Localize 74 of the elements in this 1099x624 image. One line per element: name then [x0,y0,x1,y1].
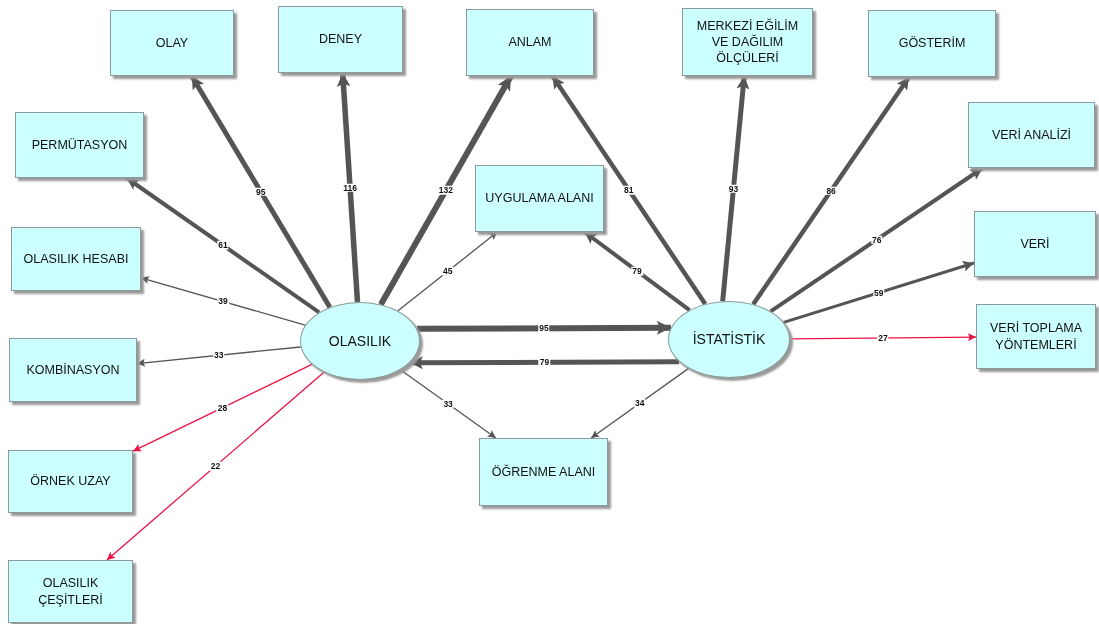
edge-label: 95 [538,324,550,333]
arrow [590,367,690,439]
edge-label: 39 [217,297,229,306]
node-label: ANLAM [508,34,552,51]
edge-label: 27 [877,333,889,343]
edge-label: 22 [209,461,222,471]
edge-label: 76 [870,235,883,244]
node-label: OLASILIK [328,331,392,351]
concept-ellipse [300,302,420,380]
concept-box [15,112,144,178]
node-label: DENEY [318,31,363,48]
edge-label: 59 [873,288,885,297]
arrow [751,75,911,306]
arrow [783,261,975,324]
edge-label: 28 [216,403,229,412]
arrow [140,276,306,326]
concept-box [278,6,403,73]
edge-label: 81 [623,185,635,195]
concept-box [11,227,141,291]
edge-label: 79 [538,358,551,367]
arrow [132,363,313,452]
edge-label: 45 [441,267,454,276]
arrow [583,230,691,312]
arrow [189,74,332,309]
node-label: KOMBİNASYON [26,361,120,379]
concept-box [8,450,133,513]
node-label: OLASILIK ÇEŞİTLERİ [37,575,104,608]
concept-box [974,211,1096,277]
edge-label: 116 [342,183,358,192]
arrow [769,166,984,313]
arrow [409,356,680,370]
edge-label: 132 [437,185,454,195]
concept-box [110,10,234,76]
edge-label: 86 [825,186,837,195]
node-label: VERİ TOPLAMA YÖNTEMLERİ [989,320,1083,353]
node-label: OLAY [155,34,189,52]
node-label: MERKEZİ EĞİLİM VE DAĞILIM ÖLÇÜLERİ [695,17,800,67]
arrow [397,231,498,312]
arrow [789,333,977,342]
node-label: OLASILIK HESABI [23,250,129,268]
arrow [136,346,302,367]
edge-label: 33 [442,399,454,409]
edge-label: 33 [213,351,225,360]
arrow [550,74,708,306]
concept-box [868,10,996,77]
concept-box [479,438,608,506]
concept-ellipse [668,301,790,378]
edge-label: 93 [727,184,740,193]
edge-label: 79 [631,266,643,276]
node-label: ÖĞRENME ALANI [491,463,596,481]
concept-box [968,102,1095,168]
edge-label: 61 [217,240,229,250]
arrow [125,176,321,315]
concept-box [475,165,604,232]
edge-label: 34 [634,398,646,408]
node-label: VERİ ANALİZİ [991,126,1072,144]
node-label: ÖRNEK UZAY [30,473,111,490]
arrow [720,75,750,302]
arrow [336,72,361,303]
node-label: PERMÜTASYON [31,136,128,154]
concept-box [8,560,133,623]
node-label: GÖSTERİM [898,35,966,52]
arrow [399,369,497,439]
concept-box [682,8,813,76]
concept-box [9,338,137,402]
node-label: UYGULAMA ALANI [485,190,594,207]
edge-label: 95 [255,187,267,196]
node-label: VERİ [1020,235,1050,253]
node-label: İSTATİSTİK [692,330,766,349]
concept-box [466,9,594,76]
arrow [106,371,325,561]
arrow [378,74,514,306]
concept-box [976,304,1096,369]
arrow [416,320,671,335]
